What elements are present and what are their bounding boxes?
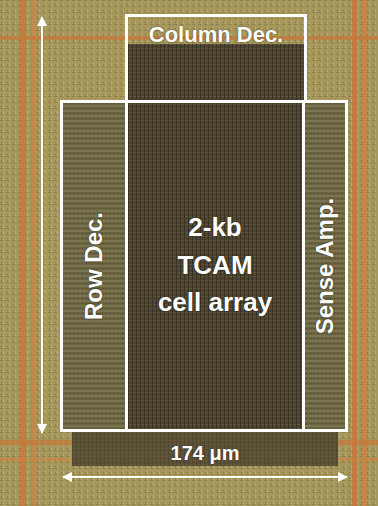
block-region: Row Dec.	[60, 100, 128, 432]
block-label: Row Dec.	[80, 212, 109, 320]
block-label: Column Dec.	[128, 17, 304, 48]
block-label: Sense Amp.	[311, 198, 340, 335]
block-label: 2-kb TCAM cell array	[155, 209, 275, 322]
dimension-label: 174 μm	[171, 442, 240, 465]
width-dimension-arrow	[63, 476, 347, 478]
height-dimension-arrow	[41, 17, 43, 433]
block-region: Sense Amp.	[302, 100, 348, 432]
block-region: Column Dec.	[125, 14, 307, 103]
block-region: 2-kb TCAM cell array	[125, 100, 305, 432]
